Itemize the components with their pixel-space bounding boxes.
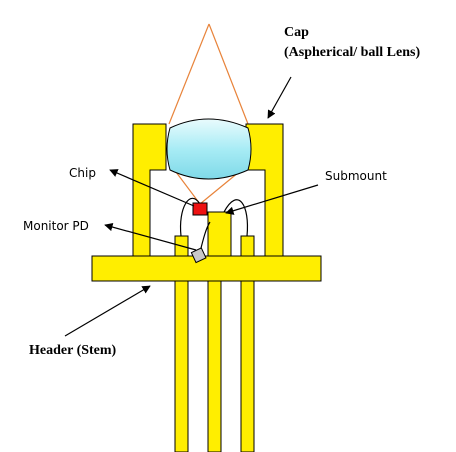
- submount-label: Submount: [325, 169, 387, 183]
- header-arrow: [64, 285, 151, 337]
- leads: [174, 280, 255, 452]
- header-label: Header (Stem): [29, 343, 117, 358]
- emitted-beam: [168, 23, 249, 125]
- lead-right: [240, 280, 255, 452]
- beam-ray-left: [168, 23, 210, 125]
- monitor-pd: [190, 247, 207, 264]
- chip-ray-right: [199, 171, 240, 205]
- chip-beam: [175, 171, 240, 205]
- submount-arrow: [225, 184, 319, 215]
- right-lead-post: [240, 235, 255, 257]
- bond-wire-right: [223, 199, 249, 237]
- bond-wire-left: [179, 197, 201, 237]
- cap-label-line2: (Aspherical/ ball Lens): [284, 45, 420, 60]
- lead-center: [207, 280, 222, 452]
- cap-arrow: [267, 76, 292, 119]
- leader-lines: [64, 76, 319, 337]
- cap-label-line1: Cap: [284, 25, 309, 40]
- cap-left-wall: [132, 123, 167, 257]
- monitor-pd-arrow: [104, 222, 197, 251]
- beam-ray-right: [208, 23, 249, 125]
- lead-left: [174, 280, 189, 452]
- monitor-pd-label: Monitor PD: [23, 219, 89, 233]
- chip-label: Chip: [69, 166, 96, 180]
- submount: [207, 211, 232, 257]
- chip-arrow: [109, 169, 195, 207]
- chip: [192, 202, 208, 216]
- lens: [166, 118, 252, 180]
- chip-ray-left: [175, 171, 201, 205]
- header-stem: [91, 255, 322, 282]
